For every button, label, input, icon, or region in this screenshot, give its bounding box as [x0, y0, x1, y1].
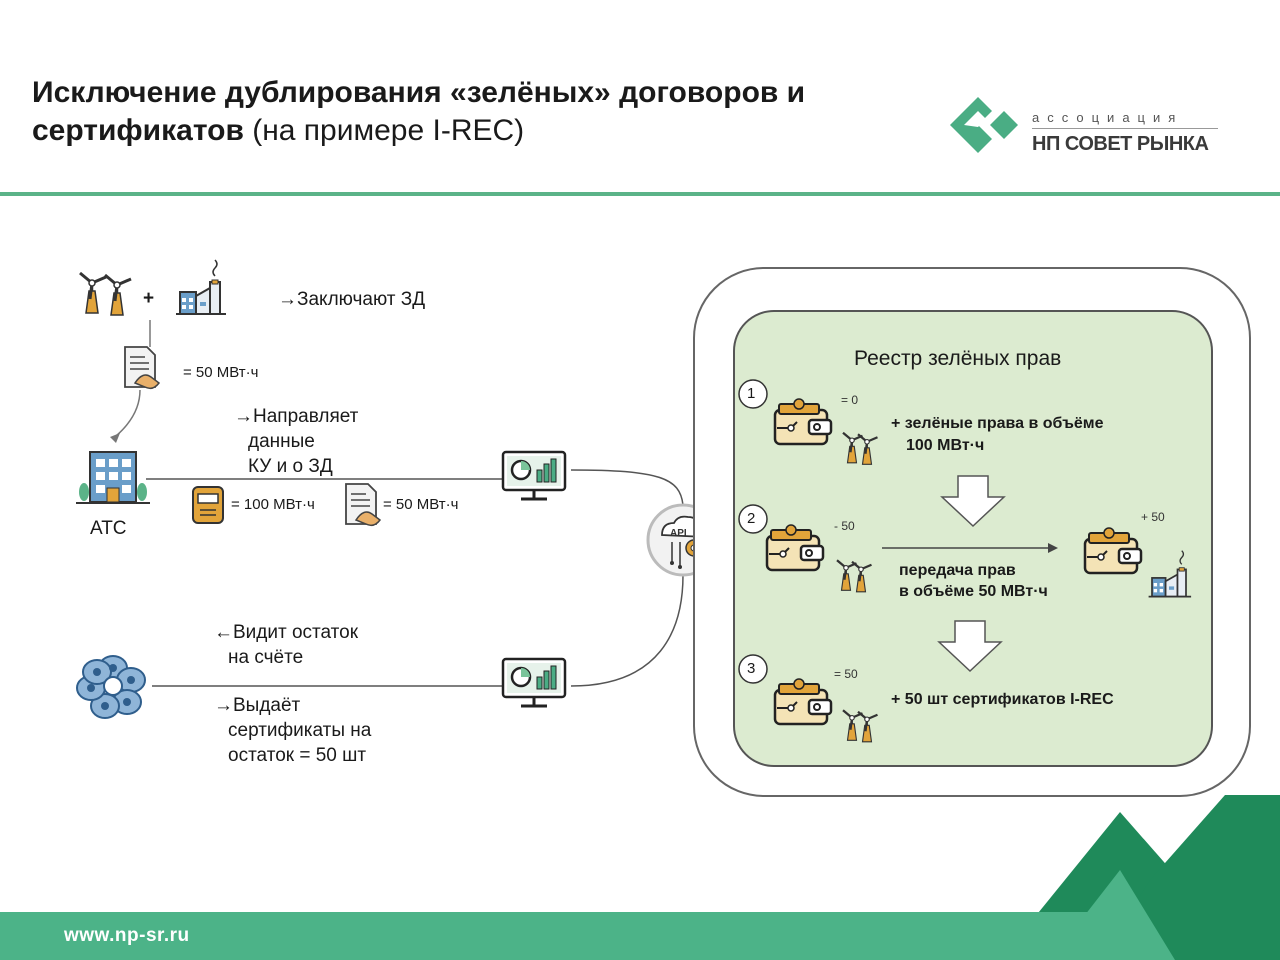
- svg-text:API: API: [670, 528, 687, 539]
- step-3-marker: [738, 654, 768, 684]
- ats-building-icon: [76, 451, 150, 504]
- step-2-marker: [738, 504, 768, 534]
- sees-balance-line: на счёте: [228, 647, 304, 668]
- contract-document-small-icon: [345, 483, 381, 527]
- meter-value: = 100 МВт·ч: [231, 496, 315, 513]
- brand-logo-icon: [950, 97, 1018, 153]
- logo-name: НП СОВЕТ РЫНКА: [1032, 133, 1209, 155]
- footer-website-link[interactable]: www.np-sr.ru: [64, 925, 190, 946]
- down-arrow-icon: [937, 620, 1003, 673]
- send-data-line: данные: [248, 431, 315, 452]
- electricity-meter-icon: [192, 486, 224, 524]
- step-2-number: 2: [747, 510, 756, 527]
- right-arrow-icon: [1048, 543, 1058, 553]
- step-3-balance: = 50: [834, 667, 858, 681]
- sees-balance-line: ←Видит остаток: [214, 622, 359, 643]
- step-1-number: 1: [747, 385, 756, 402]
- footer-band: [0, 912, 1280, 960]
- ats-label: АТС: [90, 518, 127, 539]
- step-2-recv-balance: + 50: [1141, 510, 1165, 524]
- page-title: Исключение дублирования «зелёных» догово…: [32, 74, 912, 150]
- step-2-balance: - 50: [834, 519, 855, 533]
- monitor-dashboard-icon: [501, 657, 567, 708]
- logo-divider: [1032, 128, 1218, 129]
- doc-value: = 50 МВт·ч: [383, 496, 459, 513]
- contract-value: = 50 МВт·ч: [183, 364, 259, 381]
- title-light-text: (на примере I-REC): [252, 114, 525, 147]
- step-2-text: в объёме 50 МВт·ч: [899, 583, 1048, 600]
- irec-logo-icon: [76, 655, 146, 719]
- factory-icon: [175, 259, 227, 315]
- step-1-balance: = 0: [841, 393, 859, 407]
- header-divider: [0, 192, 1280, 196]
- step-1-text: + зелёные права в объёме: [891, 415, 1104, 432]
- monitor-dashboard-icon: [501, 450, 567, 501]
- step-3-number: 3: [747, 660, 756, 677]
- plus-sign: +: [143, 288, 155, 309]
- step-1-marker: [738, 379, 768, 409]
- registry-inner-panel: [733, 310, 1213, 767]
- down-arrow-icon: [940, 475, 1006, 528]
- wind-turbine-icon: [78, 271, 133, 317]
- issues-cert-line: →Выдаёт: [214, 695, 301, 716]
- issues-cert-line: сертификаты на: [228, 720, 372, 741]
- send-data-line: КУ и о ЗД: [248, 456, 333, 477]
- contract-document-icon: [124, 346, 160, 390]
- title-bold-text: Исключение дублирования «зелёных» догово…: [32, 76, 806, 147]
- logo-caption: ассоциация: [1032, 110, 1184, 125]
- step-3-text: + 50 шт сертификатов I-REC: [891, 691, 1114, 708]
- issues-cert-line: остаток = 50 шт: [228, 745, 367, 766]
- registry-title: Реестр зелёных прав: [854, 347, 1062, 370]
- send-data-line: →Направляет: [234, 406, 359, 427]
- step-1-text: 100 МВт·ч: [906, 437, 985, 454]
- step-2-text: передача прав: [899, 562, 1016, 579]
- contract-text: →Заключают ЗД: [278, 289, 426, 310]
